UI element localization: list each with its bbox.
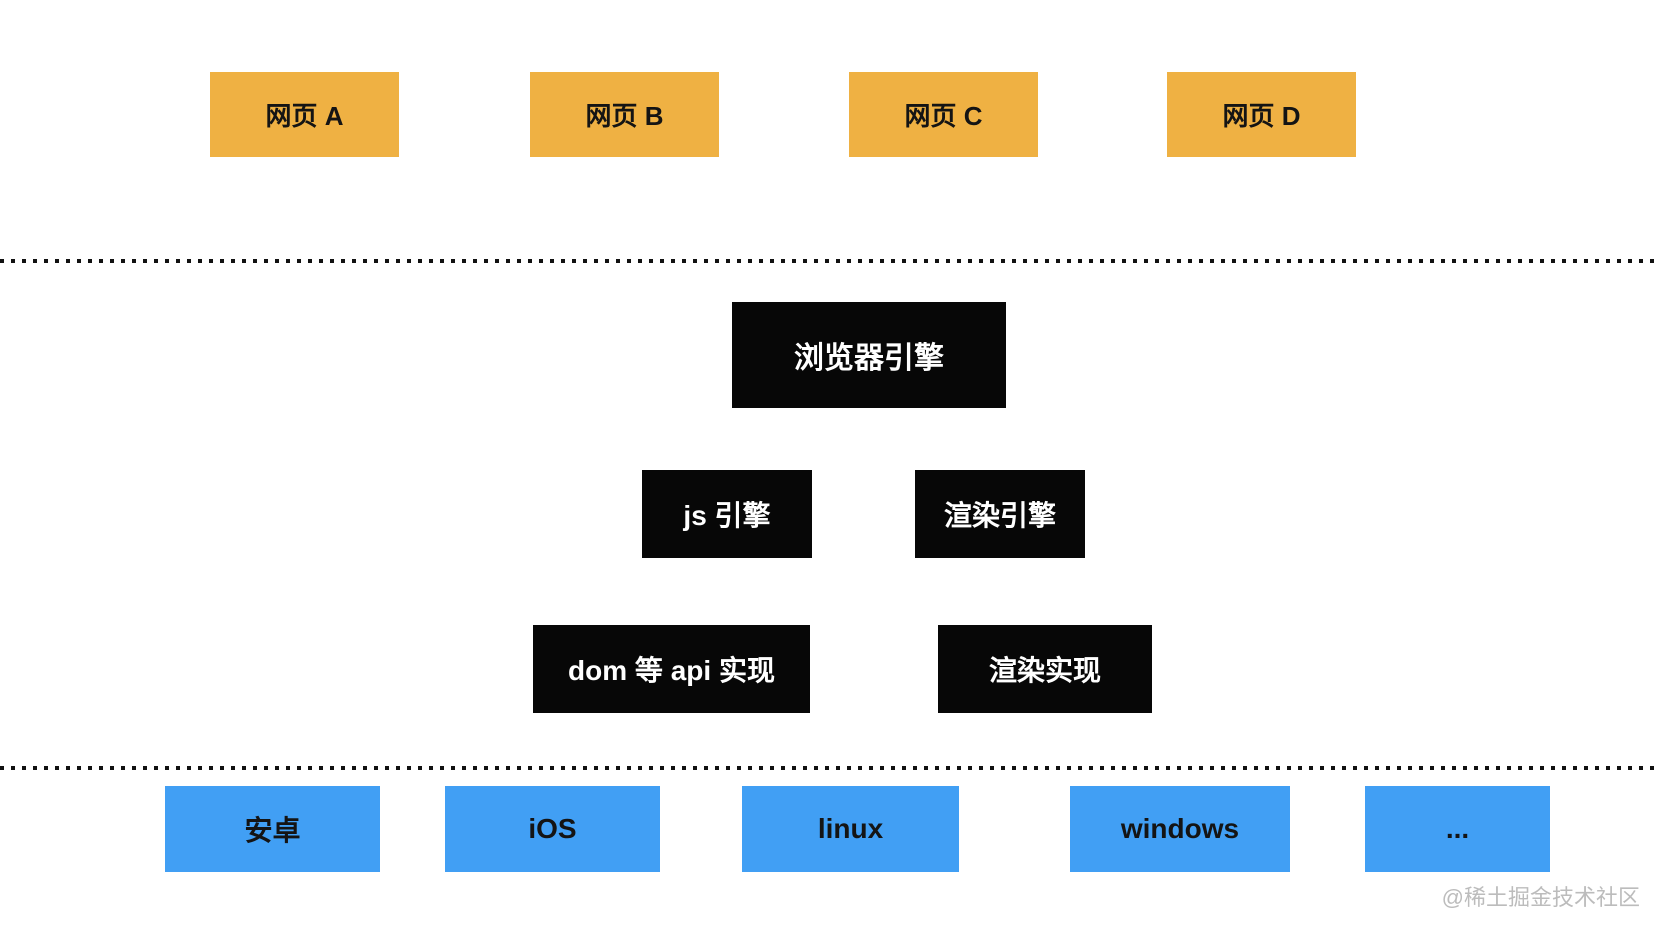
platform-android-label: 安卓 — [244, 815, 301, 846]
webpage-a-box: 网页 A — [210, 72, 399, 157]
platform-windows-label: windows — [1120, 813, 1240, 844]
platform-android-box: 安卓 — [165, 786, 380, 872]
platform-ios-box: iOS — [445, 786, 660, 872]
platform-linux-label: linux — [817, 813, 884, 844]
dom-api-implementation-box: dom 等 api 实现 — [533, 625, 810, 713]
webpage-c-label: 网页 C — [904, 101, 983, 131]
platform-linux-box: linux — [742, 786, 959, 872]
js-engine-box: js 引擎 — [642, 470, 812, 558]
webpage-c-box: 网页 C — [849, 72, 1038, 157]
dom-api-implementation-label: dom 等 api 实现 — [568, 655, 775, 686]
platform-windows-box: windows — [1070, 786, 1290, 872]
webpage-d-label: 网页 D — [1222, 101, 1301, 131]
platform-ios-label: iOS — [528, 813, 577, 844]
webpage-b-box: 网页 B — [530, 72, 719, 157]
browser-engine-label: 浏览器引擎 — [794, 342, 944, 375]
divider-top-dotted-line — [0, 259, 1656, 263]
browser-engine-box: 浏览器引擎 — [732, 302, 1006, 408]
render-engine-box: 渲染引擎 — [915, 470, 1085, 558]
webpage-a-label: 网页 A — [265, 101, 344, 131]
platform-ellipsis-box: ... — [1365, 786, 1550, 872]
platform-ellipsis-label: ... — [1445, 813, 1470, 844]
watermark: @稀土掘金技术社区 — [1441, 885, 1640, 910]
render-engine-label: 渲染引擎 — [943, 500, 1056, 531]
js-engine-label: js 引擎 — [683, 500, 771, 531]
webpage-b-label: 网页 B — [585, 101, 664, 131]
divider-bottom-dotted-line — [0, 766, 1656, 770]
render-implementation-box: 渲染实现 — [938, 625, 1152, 713]
render-implementation-label: 渲染实现 — [988, 655, 1101, 686]
webpage-d-box: 网页 D — [1167, 72, 1356, 157]
